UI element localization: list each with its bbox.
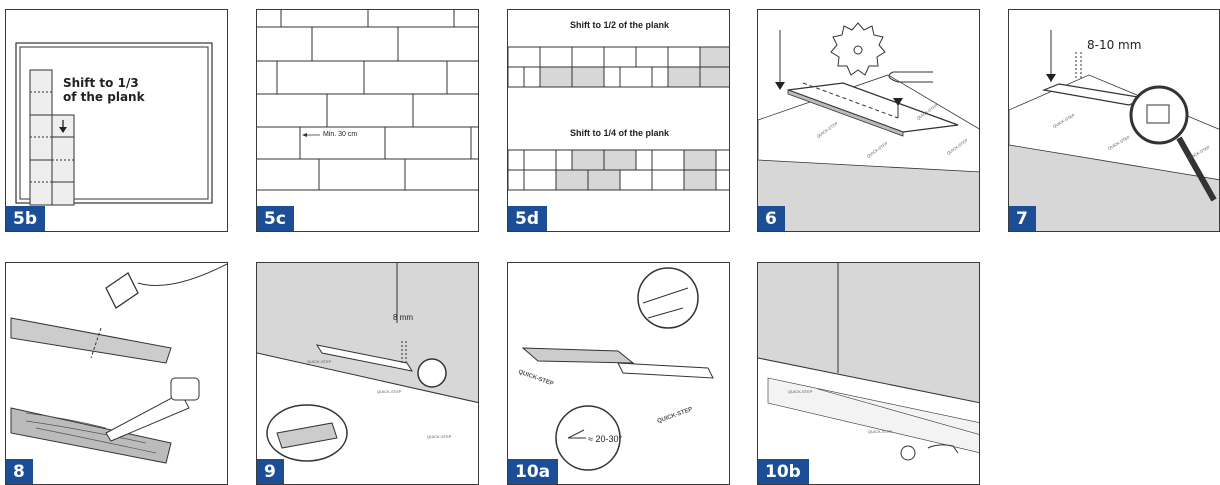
sawing-drawing-8 bbox=[6, 263, 228, 485]
underlay-drawing-10b: QUICK-STEP QUICK-STEP bbox=[758, 263, 980, 485]
step-badge: 7 bbox=[1009, 206, 1036, 231]
angle-drawing-10a: QUICK-STEP QUICK-STEP bbox=[508, 263, 730, 485]
panel-5c: Min. 30 cm 5c bbox=[256, 9, 479, 232]
expansion-gap-drawing-9: QUICK-STEP QUICK-STEP QUICK-STEP bbox=[257, 263, 479, 485]
svg-text:QUICK-STEP: QUICK-STEP bbox=[377, 389, 402, 394]
step-badge: 5b bbox=[6, 206, 45, 231]
step-badge: 5d bbox=[508, 206, 547, 231]
step-badge: 10b bbox=[758, 459, 809, 484]
step-badge: 6 bbox=[758, 206, 785, 231]
shift-label: Shift to 1/3 of the plank bbox=[63, 76, 145, 104]
shift-patterns-5d bbox=[508, 10, 730, 232]
svg-text:QUICK-STEP: QUICK-STEP bbox=[307, 359, 332, 364]
layout-drawing-5b bbox=[6, 10, 228, 232]
gap-label: 8 mm bbox=[393, 313, 413, 322]
panel-5b: Shift to 1/3 of the plank 5b bbox=[5, 9, 228, 232]
panel-7: QUICK-STEP QUICK-STEP QUICK-STEP 8-10 mm… bbox=[1008, 9, 1220, 232]
brick-pattern-5c bbox=[257, 10, 479, 232]
gap-label: 8-10 mm bbox=[1087, 38, 1141, 52]
panel-8: 8 bbox=[5, 262, 228, 485]
step-badge: 8 bbox=[6, 459, 33, 484]
panel-5d: Shift to 1/2 of the plank Shift to 1/4 o… bbox=[507, 9, 730, 232]
bottom-pattern-label: Shift to 1/4 of the plank bbox=[508, 128, 730, 138]
step-badge: 10a bbox=[508, 459, 558, 484]
step-badge: 9 bbox=[257, 459, 284, 484]
top-pattern-label: Shift to 1/2 of the plank bbox=[508, 20, 730, 30]
angle-label: ≈ 20-30° bbox=[588, 434, 622, 444]
svg-text:QUICK-STEP: QUICK-STEP bbox=[788, 389, 813, 394]
panel-10a: QUICK-STEP QUICK-STEP ≈ 20-30° 10a bbox=[507, 262, 730, 485]
min-distance-label: Min. 30 cm bbox=[323, 131, 357, 138]
cutting-drawing-6: QUICK-STEP QUICK-STEP QUICK-STEP QUICK-S… bbox=[758, 10, 980, 232]
step-badge: 5c bbox=[257, 206, 294, 231]
panel-6: QUICK-STEP QUICK-STEP QUICK-STEP QUICK-S… bbox=[757, 9, 980, 232]
svg-text:QUICK-STEP: QUICK-STEP bbox=[427, 434, 452, 439]
panel-9: QUICK-STEP QUICK-STEP QUICK-STEP 8 mm 9 bbox=[256, 262, 479, 485]
panel-10b: QUICK-STEP QUICK-STEP 10b bbox=[757, 262, 980, 485]
svg-text:QUICK-STEP: QUICK-STEP bbox=[868, 429, 893, 434]
